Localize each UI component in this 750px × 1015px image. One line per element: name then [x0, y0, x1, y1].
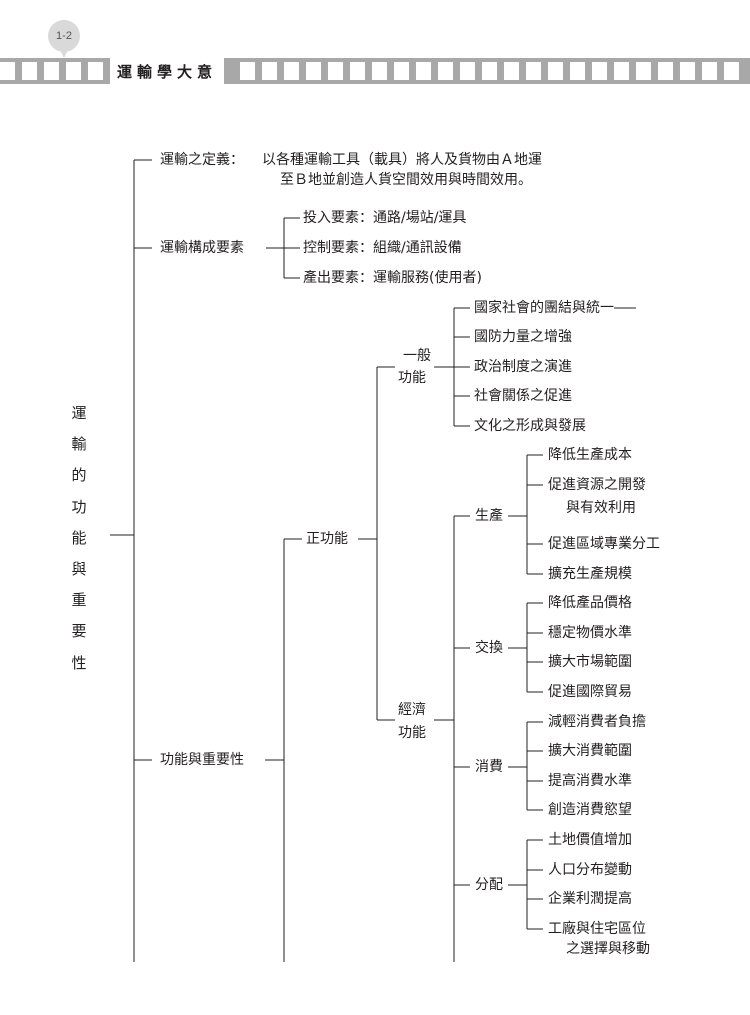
distribution-item: 企業利潤提高: [548, 891, 632, 907]
page-number-badge: 1-2: [48, 20, 80, 58]
general-item: 文化之形成與發展: [474, 418, 586, 434]
definition-text-line2: 至Ｂ地並創造人貨空間效用與時間效用。: [280, 172, 532, 188]
header-decor-box: [482, 62, 497, 80]
distribution-item: 工廠與住宅區位: [548, 921, 646, 937]
consumption-label: 消費: [475, 759, 503, 775]
distribution-item: 土地價值增加: [548, 832, 632, 848]
header-decor-box: [570, 62, 585, 80]
general-item: 政治制度之演進: [474, 359, 572, 375]
header-decor-box: [658, 62, 673, 80]
definition-text-line1: 以各種運輸工具（載具）將人及貨物由Ａ地運: [262, 152, 542, 168]
header-decor-box: [262, 62, 277, 80]
header-decor-box: [88, 62, 103, 80]
exchange-item: 擴大市場範圍: [548, 654, 632, 670]
production-label: 生產: [475, 508, 503, 524]
production-item: 促進區域專業分工: [548, 536, 660, 552]
header-decor-box: [350, 62, 365, 80]
general-function-label-line1: 一般: [403, 348, 431, 364]
header-decor-box: [22, 62, 37, 80]
header-decor-box: [438, 62, 453, 80]
chapter-header-band: 運輸學大意: [0, 58, 750, 84]
definition-label: 運輸之定義：: [160, 152, 244, 168]
consumption-item: 擴大消費範圍: [548, 743, 632, 759]
general-item: 社會關係之促進: [474, 388, 572, 404]
distribution-item-cont: 之選擇與移動: [566, 941, 650, 957]
production-item: 降低生產成本: [548, 447, 632, 463]
header-decor-box: [548, 62, 563, 80]
header-decor-box: [284, 62, 299, 80]
header-decor-box: [724, 62, 739, 80]
production-item-cont: 與有效利用: [566, 500, 636, 516]
importance-label: 功能與重要性: [160, 752, 244, 768]
exchange-item: 促進國際貿易: [548, 684, 632, 700]
exchange-item: 穩定物價水準: [548, 625, 632, 641]
header-decor-box: [680, 62, 695, 80]
element-item: 投入要素：通路/場站/運具: [303, 210, 467, 226]
element-item: 控制要素：組織/通訊設備: [303, 240, 462, 256]
header-decor-box: [592, 62, 607, 80]
production-item: 擴充生產規模: [548, 566, 632, 582]
general-function-label-line2: 功能: [398, 370, 426, 386]
element-item: 產出要素：運輸服務(使用者): [303, 270, 482, 286]
header-decor-box: [328, 62, 343, 80]
exchange-label: 交換: [475, 640, 503, 656]
consumption-item: 創造消費慾望: [548, 802, 632, 818]
consumption-item: 減輕消費者負擔: [548, 714, 646, 730]
distribution-item: 人口分布變動: [548, 862, 632, 878]
header-decor-box: [394, 62, 409, 80]
elements-label: 運輸構成要素: [160, 240, 244, 256]
economic-function-label-line2: 功能: [398, 725, 426, 741]
general-item: 國家社會的團結與統一: [474, 300, 614, 316]
page-number: 1-2: [56, 30, 72, 42]
production-item: 促進資源之開發: [548, 477, 646, 493]
header-decor-box: [614, 62, 629, 80]
chapter-title: 運輸學大意: [110, 58, 224, 84]
header-decor-box: [416, 62, 431, 80]
economic-function-label-line1: 經濟: [398, 702, 426, 718]
header-decor-box: [504, 62, 519, 80]
header-decor-box: [44, 62, 59, 80]
general-item: 國防力量之增強: [474, 329, 572, 345]
header-decor-box: [306, 62, 321, 80]
header-decor-box: [460, 62, 475, 80]
header-decor-box: [526, 62, 541, 80]
header-decor-box: [0, 62, 15, 80]
header-decor-box: [702, 62, 717, 80]
distribution-label: 分配: [475, 877, 503, 893]
header-decor-box: [636, 62, 651, 80]
exchange-item: 降低產品價格: [548, 595, 632, 611]
header-decor-box: [372, 62, 387, 80]
header-decor-box: [240, 62, 255, 80]
root-title: 運輸的功能與重要性: [71, 404, 87, 672]
positive-function-label: 正功能: [306, 531, 348, 547]
consumption-item: 提高消費水準: [548, 773, 632, 789]
header-decor-box: [66, 62, 81, 80]
